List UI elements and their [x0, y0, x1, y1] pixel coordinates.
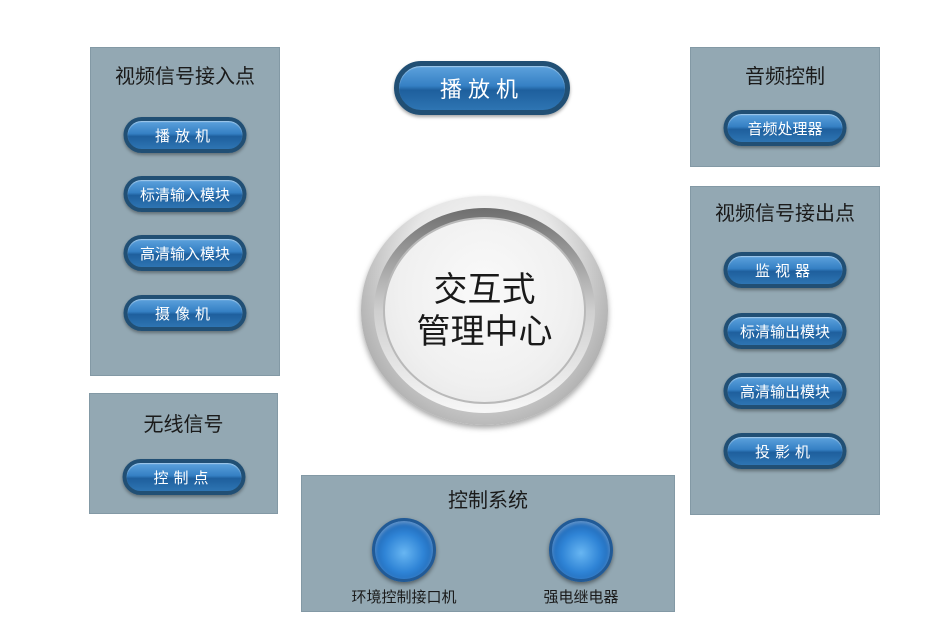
hub-line-2: 管理中心 — [416, 311, 553, 352]
sd-input-module-button[interactable]: 标清输入模块 — [123, 176, 247, 212]
management-center-hub[interactable]: 交互式 管理中心 — [361, 196, 608, 425]
hd-input-module-button[interactable]: 高清输入模块 — [123, 235, 247, 271]
hd-output-module-button[interactable]: 高清输出模块 — [723, 373, 847, 409]
sd-output-module-label: 标清输出模块 — [739, 322, 830, 341]
hub-line-1: 交互式 — [433, 269, 536, 310]
projector-button[interactable]: 投影机 — [723, 433, 847, 469]
control-system-panel: 控制系统 环境控制接口机 强电继电器 — [301, 475, 675, 612]
monitor-label: 监视器 — [754, 261, 815, 280]
camera-button[interactable]: 摄像机 — [123, 295, 247, 331]
power-relay-orb[interactable] — [549, 518, 613, 582]
hub-ring: 交互式 管理中心 — [374, 208, 595, 413]
camera-label: 摄像机 — [154, 304, 215, 323]
audio-panel: 音频控制 音频处理器 — [690, 47, 880, 167]
sd-output-module-button[interactable]: 标清输出模块 — [723, 313, 847, 349]
environment-control-label: 环境控制接口机 — [351, 588, 457, 606]
power-relay-label: 强电继电器 — [543, 588, 619, 606]
hd-input-module-label: 高清输入模块 — [139, 244, 230, 263]
control-point-label: 控制点 — [153, 468, 214, 487]
player-label: 播放机 — [154, 126, 215, 145]
audio-processor-label: 音频处理器 — [747, 119, 823, 138]
audio-title: 音频控制 — [745, 64, 825, 88]
hub-face: 交互式 管理中心 — [383, 217, 586, 404]
hd-output-module-label: 高清输出模块 — [739, 382, 830, 401]
control-system-title: 控制系统 — [448, 488, 528, 512]
video-input-panel: 视频信号接入点 播放机 标清输入模块 高清输入模块 摄像机 — [90, 47, 280, 376]
top-player-button[interactable]: 播放机 — [394, 61, 570, 115]
video-output-title: 视频信号接出点 — [715, 201, 855, 225]
audio-processor-button[interactable]: 音频处理器 — [723, 110, 847, 146]
video-input-title: 视频信号接入点 — [115, 64, 255, 88]
projector-label: 投影机 — [754, 442, 815, 461]
monitor-button[interactable]: 监视器 — [723, 252, 847, 288]
environment-control-orb[interactable] — [372, 518, 436, 582]
control-point-button[interactable]: 控制点 — [122, 459, 245, 495]
top-player-label: 播放机 — [439, 78, 524, 103]
video-output-panel: 视频信号接出点 监视器 标清输出模块 高清输出模块 投影机 — [690, 186, 880, 515]
player-button[interactable]: 播放机 — [123, 117, 247, 153]
wireless-title: 无线信号 — [143, 412, 224, 436]
wireless-panel: 无线信号 控制点 — [89, 393, 278, 514]
sd-input-module-label: 标清输入模块 — [139, 185, 230, 204]
